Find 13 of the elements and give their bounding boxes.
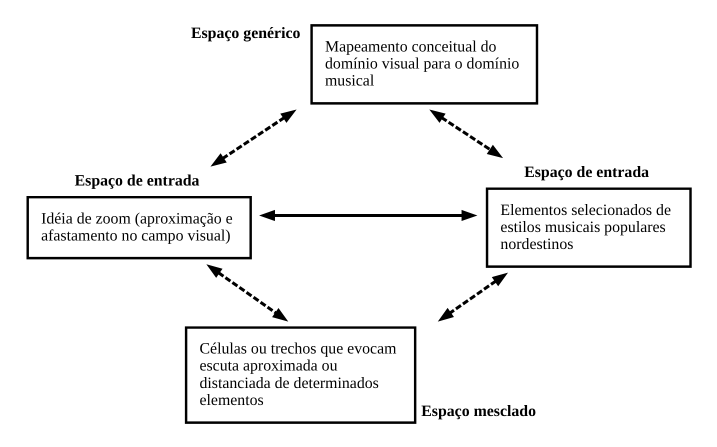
node-box: Idéia de zoom (aproximação e afastamento no campo visual)	[26, 195, 252, 259]
node-box: Mapeamento conceitual do domínio visual para o domínio musical	[310, 24, 538, 104]
arrow	[429, 109, 504, 158]
arrow	[210, 108, 297, 166]
node-label: Espaço mesclado	[421, 402, 536, 420]
node-box: Células ou trechos que evocam escuta aproximada ou distanciada de determinados elementos	[184, 326, 416, 424]
node-box: Elementos selecionados de estilos musicais populares nordestinos	[486, 186, 692, 268]
node-label: Espaço genérico	[190, 24, 300, 42]
arrow	[206, 264, 288, 322]
arrow	[259, 209, 478, 221]
node-label: Espaço de entrada	[524, 163, 650, 180]
arrow	[438, 272, 508, 322]
node-label: Espaço de entrada	[74, 172, 200, 189]
